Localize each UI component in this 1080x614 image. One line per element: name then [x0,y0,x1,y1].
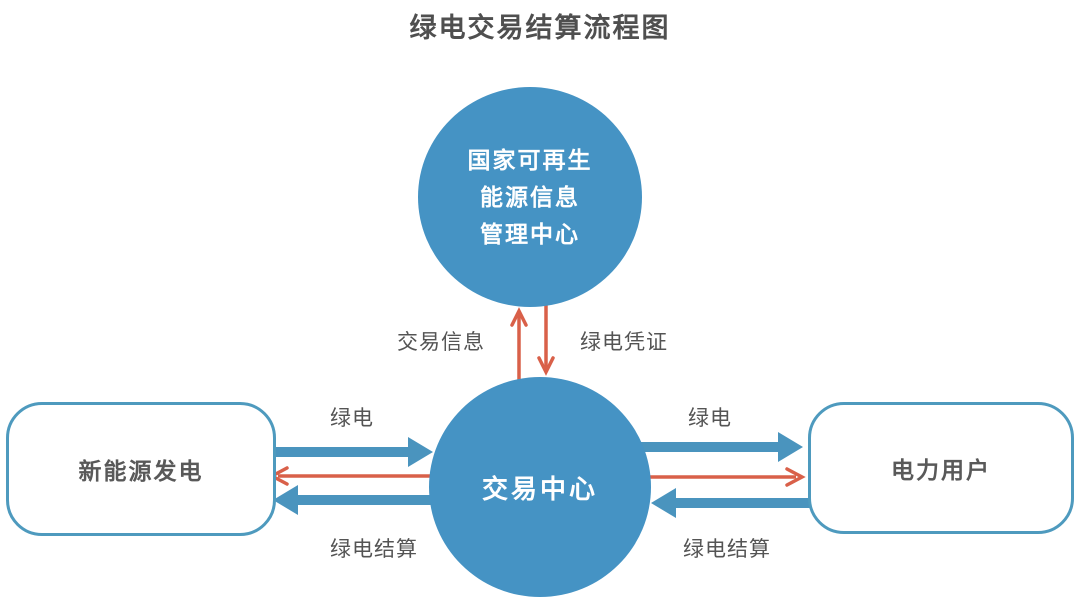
edge-label-trade-info: 交易信息 [397,331,485,354]
edge-label-green-cert: 绿电凭证 [580,331,668,354]
arrow-green-power-right-icon [640,432,803,462]
info-center-line1: 国家可再生 [467,146,593,173]
info-center-line3: 管理中心 [480,220,580,247]
arrow-trade-info-up-icon [510,307,528,380]
node-info-center-label: 国家可再生 能源信息 管理中心 [468,142,593,253]
node-info-center: 国家可再生 能源信息 管理中心 [418,87,642,307]
arrow-green-cert-down-icon [537,304,555,376]
arrow-red-left-icon [268,466,436,486]
node-power-user: 电力用户 [808,402,1074,534]
edge-label-settle-right: 绿电结算 [683,538,771,561]
node-trade-center: 交易中心 [429,377,651,597]
arrow-settlement-right-icon [651,488,814,518]
node-power-user-label: 电力用户 [891,457,991,483]
arrow-green-power-left-icon [260,437,433,467]
edge-label-settle-left: 绿电结算 [330,538,418,561]
edge-label-green-right: 绿电 [688,407,732,430]
info-center-line2: 能源信息 [480,183,580,210]
arrow-red-right-icon [640,467,806,487]
node-generator-label: 新能源发电 [78,458,204,484]
arrow-settlement-left-icon [273,485,436,515]
node-generator: 新能源发电 [6,402,276,536]
diagram-title: 绿电交易结算流程图 [409,13,671,43]
node-trade-center-label: 交易中心 [481,473,598,504]
edge-label-green-left: 绿电 [330,407,374,430]
